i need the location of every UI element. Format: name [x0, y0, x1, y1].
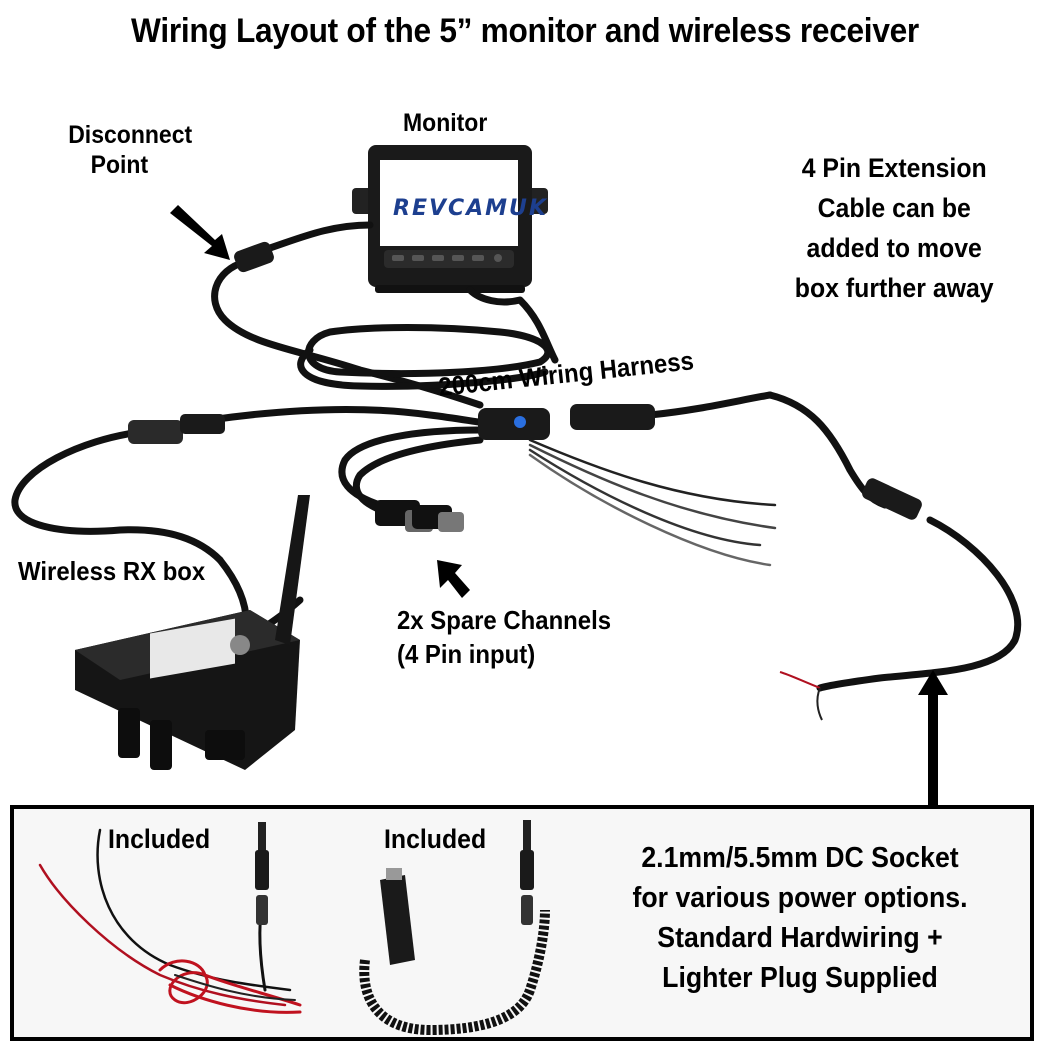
disconnect-arrow — [170, 205, 230, 260]
extension-line3: added to move — [806, 233, 982, 263]
dc-line4: Lighter Plug Supplied — [662, 962, 938, 994]
hardwire-cable-image — [38, 828, 302, 1014]
wireless-rx-box-label: Wireless RX box — [18, 556, 206, 586]
extension-connector — [862, 478, 922, 520]
dc-socket-description: 2.1mm/5.5mm DC Socket for various power … — [607, 838, 993, 998]
disconnect-connector — [234, 241, 274, 273]
dc-arrow-head — [918, 670, 948, 695]
harness-box — [478, 404, 655, 440]
dc-line1: 2.1mm/5.5mm DC Socket — [641, 842, 959, 874]
disconnect-point-label: Disconnect Point — [52, 120, 208, 180]
spare-arrow — [437, 560, 470, 598]
dc-line2: for various power options. — [632, 882, 968, 914]
dc-arrow-shaft — [928, 690, 938, 810]
power-tail — [779, 671, 823, 721]
spare-channels-label: 2x Spare Channels (4 Pin input) — [397, 603, 611, 671]
extension-line4: box further away — [794, 273, 994, 303]
monitor-image — [352, 145, 548, 293]
page-title: Wiring Layout of the 5” monitor and wire… — [131, 12, 919, 50]
extension-line2: Cable can be — [817, 193, 971, 223]
monitor-logo: REVCAMUK — [393, 196, 548, 221]
disconnect-point-line1: Disconnect — [68, 121, 193, 149]
disconnect-point-line2: Point — [90, 151, 149, 179]
rx-cable-connector — [128, 420, 183, 444]
included-label-hardwire: Included — [108, 824, 211, 854]
spare-channels-line1: 2x Spare Channels — [397, 605, 612, 635]
dc-line3: Standard Hardwiring + — [657, 922, 943, 954]
included-label-lighter: Included — [384, 824, 487, 854]
annotation-arrows — [170, 205, 948, 810]
spare-connectors — [375, 500, 464, 532]
spare-channels-line2: (4 Pin input) — [397, 639, 536, 669]
wireless-rx-box-image — [75, 495, 310, 770]
extension-cable-label: 4 Pin Extension Cable can be added to mo… — [770, 148, 1018, 308]
monitor-label: Monitor — [403, 109, 488, 137]
extension-line1: 4 Pin Extension — [801, 153, 987, 183]
harness-wires — [528, 438, 777, 567]
hardwire-plug — [255, 850, 269, 890]
lighter-plug-image — [359, 820, 550, 1036]
